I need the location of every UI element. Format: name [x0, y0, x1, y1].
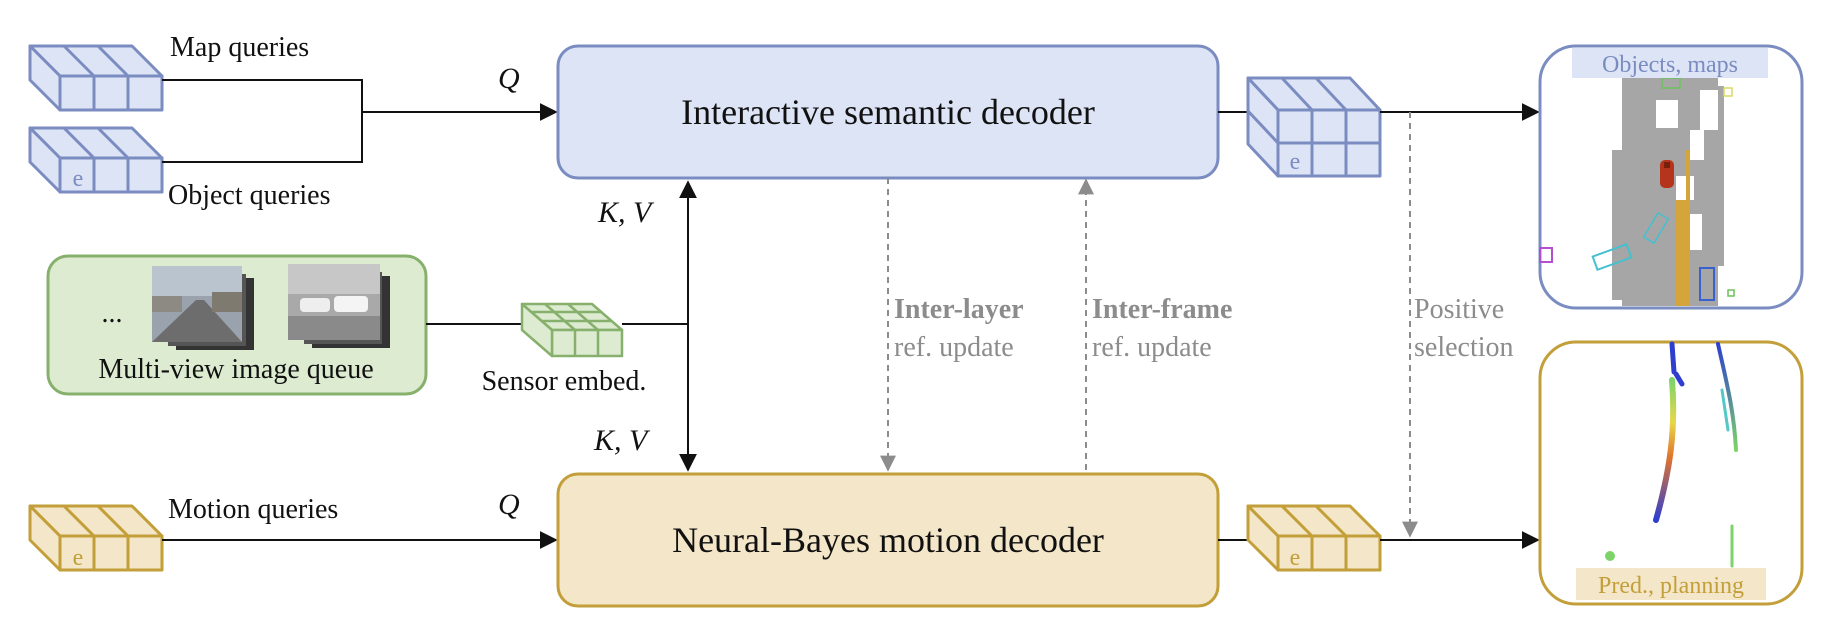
trajectory-render [1605, 341, 1738, 568]
pred-planning-label: Pred., planning [1598, 573, 1744, 599]
object-queries-embed-letter: e [73, 166, 84, 192]
object-queries-cube [28, 126, 164, 194]
positive-selection-line1: Positive [1414, 294, 1504, 325]
inter-frame-sub: ref. update [1092, 332, 1212, 363]
kv-top-symbol: K, V [597, 196, 655, 229]
camera-image-stack-2 [288, 264, 390, 348]
inter-frame-title: Inter-frame [1092, 294, 1232, 325]
semantic-output-embed-letter: e [1290, 149, 1301, 175]
sensor-embed-cube [520, 302, 624, 358]
kv-connector [622, 180, 697, 472]
object-queries-label: Object queries [168, 180, 331, 211]
motion-queries-label: Motion queries [168, 494, 338, 525]
map-queries-label: Map queries [170, 32, 309, 63]
bev-map-render [1539, 76, 1735, 306]
motion-queries-cube [28, 504, 164, 572]
image-queue-ellipsis: ... [102, 298, 123, 329]
q-top-symbol: Q [498, 62, 520, 95]
motion-output-embed-letter: e [1290, 545, 1301, 571]
motion-decoder-title: Neural-Bayes motion decoder [672, 520, 1104, 560]
map-queries-cube [28, 44, 164, 112]
camera-image-stack-1 [152, 266, 254, 350]
motion-output-cube [1246, 504, 1382, 572]
query-merge-lines [162, 79, 558, 163]
inter-layer-sub: ref. update [894, 332, 1014, 363]
objects-maps-label: Objects, maps [1602, 52, 1738, 78]
inter-layer-title: Inter-layer [894, 294, 1024, 325]
semantic-decoder-title: Interactive semantic decoder [681, 92, 1095, 132]
sensor-embed-label: Sensor embed. [482, 366, 647, 397]
motion-queries-embed-letter: e [73, 545, 84, 571]
image-queue-label: Multi-view image queue [98, 354, 373, 385]
objects-maps-label-bg [1572, 48, 1768, 78]
positive-selection-line2: selection [1414, 332, 1514, 363]
kv-bottom-symbol: K, V [593, 424, 651, 457]
q-bottom-symbol: Q [498, 488, 520, 521]
pred-planning-label-bg [1576, 568, 1766, 600]
semantic-output-cube [1246, 76, 1382, 178]
